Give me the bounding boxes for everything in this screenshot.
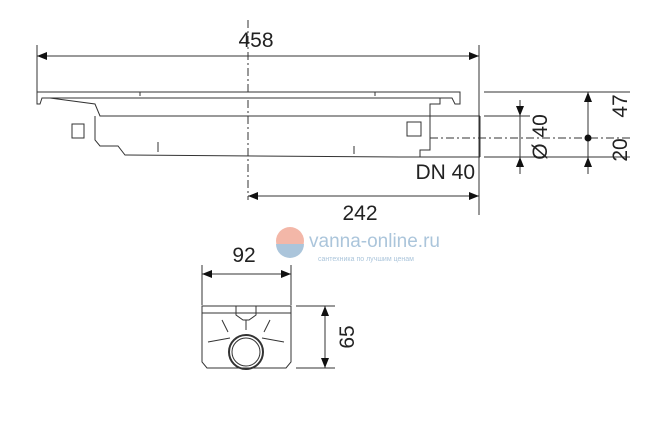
label-outlet-dn: DN 40 bbox=[415, 161, 475, 184]
clip-right bbox=[406, 121, 422, 137]
drain-top-plate bbox=[36, 91, 461, 105]
watermark-site: vanna-online.ru bbox=[309, 231, 440, 252]
channel-body bbox=[201, 305, 292, 369]
watermark: vanna-online.ru сантехника по лучшим цен… bbox=[276, 227, 440, 263]
outlet-pipe bbox=[228, 334, 264, 370]
label-overall-length: 458 bbox=[238, 29, 273, 52]
side-view bbox=[36, 20, 630, 215]
label-outlet-diameter: Ø 40 bbox=[529, 114, 552, 160]
clip-left bbox=[71, 123, 85, 139]
label-channel-width: 92 bbox=[232, 244, 255, 267]
label-channel-height: 65 bbox=[336, 325, 359, 348]
cross-section-view bbox=[201, 265, 335, 370]
label-outlet-offset: 242 bbox=[342, 202, 377, 225]
label-side-height: 47 bbox=[609, 94, 632, 117]
watermark-tagline: сантехника по лучшим ценам bbox=[318, 256, 414, 263]
label-outlet-height: 20 bbox=[609, 138, 632, 161]
